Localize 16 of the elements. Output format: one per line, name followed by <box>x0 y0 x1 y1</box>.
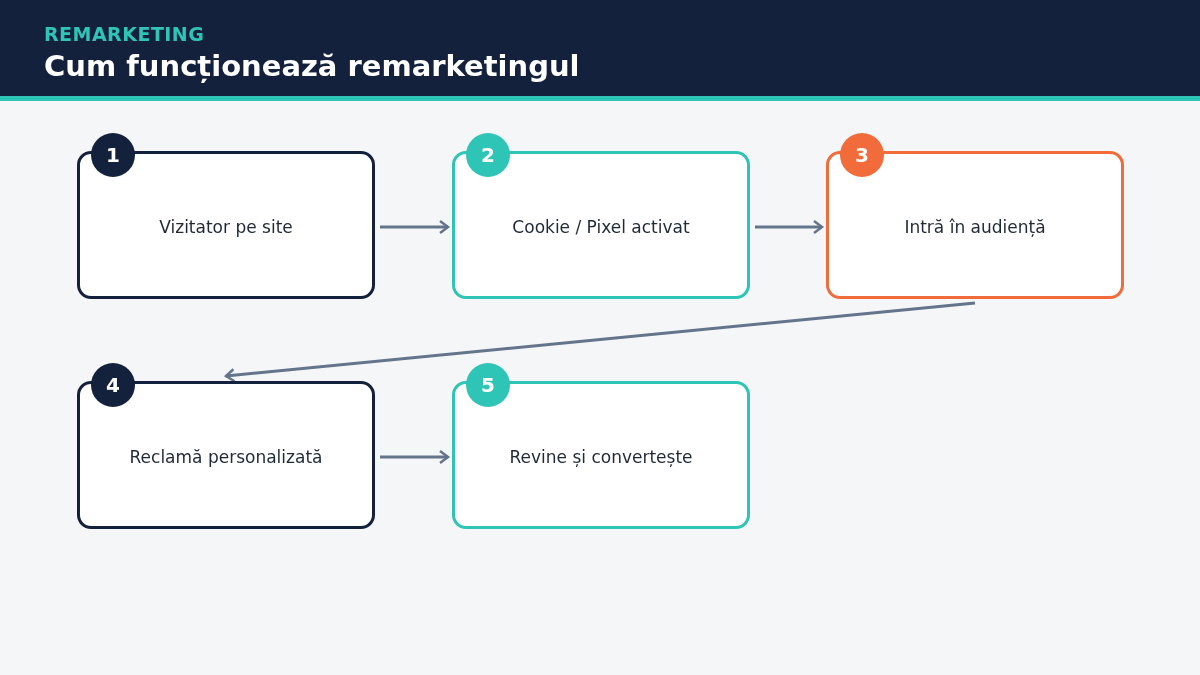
step-label: Cookie / Pixel activat <box>512 216 690 240</box>
step-number-badge: 1 <box>91 133 135 177</box>
arrow <box>755 219 824 235</box>
step-number-badge: 3 <box>840 133 884 177</box>
step-label: Vizitator pe site <box>159 216 293 240</box>
title: Cum funcționează remarketingul <box>44 48 580 85</box>
step-label: Revine și convertește <box>509 446 693 470</box>
arrow <box>224 301 976 383</box>
step-number-badge: 5 <box>466 363 510 407</box>
step-label: Intră în audiență <box>904 216 1046 240</box>
step-number-badge: 4 <box>91 363 135 407</box>
kicker-text: REMARKETING <box>44 22 205 47</box>
step-label: Reclamă personalizată <box>129 446 323 470</box>
arrow <box>380 219 450 235</box>
arrow <box>380 449 450 465</box>
step-number-badge: 2 <box>466 133 510 177</box>
